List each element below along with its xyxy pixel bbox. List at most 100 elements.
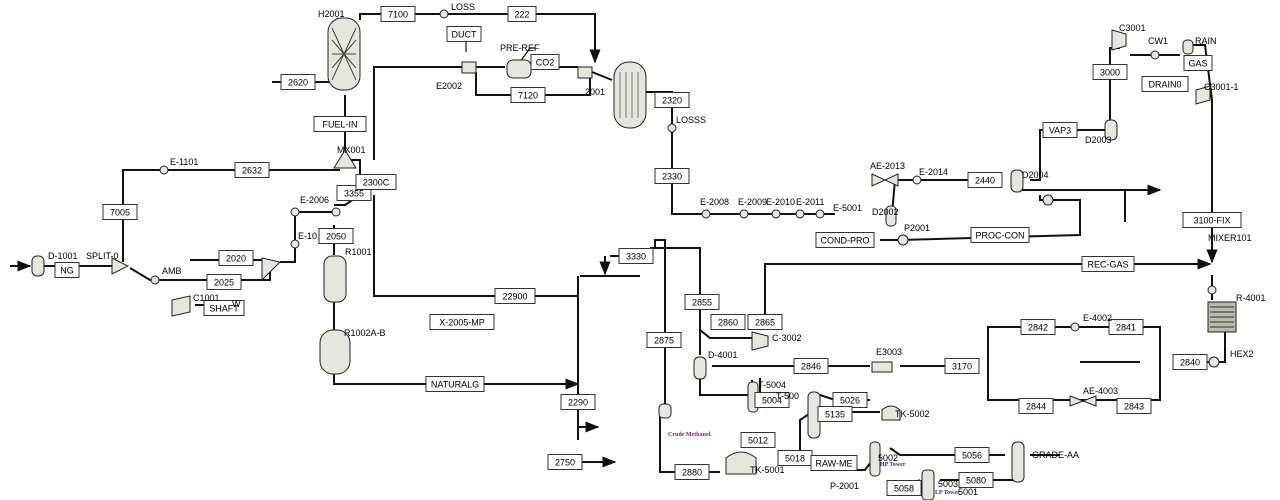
stream-label-2025[interactable]: 2025 xyxy=(206,274,242,290)
c1001-compressor[interactable] xyxy=(171,295,191,317)
r1002a-b-reactor[interactable] xyxy=(319,329,351,375)
r1001-reactor[interactable] xyxy=(323,255,347,303)
crude-methanol-drum[interactable] xyxy=(658,403,672,419)
stream-label-3330[interactable]: 3330 xyxy=(618,248,654,264)
stream-label-ng[interactable]: NG xyxy=(54,262,80,278)
stream-label-7005[interactable]: 7005 xyxy=(102,204,138,220)
c3001-1-compressor[interactable] xyxy=(1195,85,1211,105)
stream-box xyxy=(206,274,242,290)
c-3002-compressor[interactable] xyxy=(751,331,769,351)
ae-2013-aircooler[interactable] xyxy=(871,173,899,187)
stream-text: 2440 xyxy=(975,176,995,186)
d2004-vessel[interactable] xyxy=(1010,169,1024,193)
stream-label-2846[interactable]: 2846 xyxy=(793,358,829,374)
stream-text: 22900 xyxy=(502,292,527,302)
stream-label-2844[interactable]: 2844 xyxy=(1018,398,1054,414)
r-4001-reactor[interactable] xyxy=(1207,301,1237,333)
stream-label-2842[interactable]: 2842 xyxy=(1020,319,1056,335)
stream-text: 5026 xyxy=(840,396,860,406)
stream-label-5004[interactable]: 5004 xyxy=(754,392,790,408)
stream-label-2440[interactable]: 2440 xyxy=(967,172,1003,188)
stream-label-proc-con[interactable]: PROC-CON xyxy=(970,227,1030,243)
p2001-pump[interactable] xyxy=(897,234,909,246)
h2001-vessel[interactable] xyxy=(327,17,361,91)
stream-box xyxy=(313,116,367,132)
stream-box xyxy=(1172,354,1208,370)
stream-label-raw-me[interactable]: RAW-ME xyxy=(810,455,858,471)
stream-label-3000[interactable]: 3000 xyxy=(1092,64,1128,80)
stream-label-2620[interactable]: 2620 xyxy=(280,74,316,90)
stream-label-drain0[interactable]: DRAIN0 xyxy=(1141,76,1189,92)
e2001-exchanger[interactable] xyxy=(577,66,593,79)
hp-tower[interactable] xyxy=(869,441,881,477)
stream-text: REC-GAS xyxy=(1087,260,1128,270)
stream-label-2020[interactable]: 2020 xyxy=(218,250,254,266)
e3003-exchanger[interactable] xyxy=(871,361,893,373)
tk-5001-tank[interactable] xyxy=(725,451,757,475)
stream-label-5056[interactable]: 5056 xyxy=(954,447,990,463)
stream-text: 2840 xyxy=(1180,358,1200,368)
stream-text: PROC-CON xyxy=(976,231,1025,241)
stream-label-2860[interactable]: 2860 xyxy=(710,314,746,330)
e2002-exchanger[interactable] xyxy=(461,61,477,74)
stream-label-2841[interactable]: 2841 xyxy=(1108,319,1144,335)
stream-label-duct[interactable]: DUCT xyxy=(446,26,482,42)
rain-vessel[interactable] xyxy=(1182,39,1194,55)
split-0-splitter[interactable] xyxy=(111,257,130,275)
tk-5002-tank[interactable] xyxy=(881,405,901,421)
stream-label-2840[interactable]: 2840 xyxy=(1172,354,1208,370)
stream-label-vap3[interactable]: VAP3 xyxy=(1042,122,1078,138)
stream-label-3100-fix[interactable]: 3100-FIX xyxy=(1182,212,1242,228)
lp-tower[interactable] xyxy=(921,469,935,500)
stream-label-naturalg[interactable]: NATURALG xyxy=(425,376,485,392)
stream-label-2632[interactable]: 2632 xyxy=(234,162,270,178)
stream-label-gas[interactable]: GAS xyxy=(1183,55,1213,71)
stream-label-222[interactable]: 222 xyxy=(507,6,537,22)
block-label-e-2011: E-2011 xyxy=(796,197,824,207)
d2003-vessel[interactable] xyxy=(1104,119,1118,141)
stream-label-7120[interactable]: 7120 xyxy=(510,87,546,103)
stream-label-22900[interactable]: 22900 xyxy=(494,288,536,304)
grade-aa-column[interactable] xyxy=(1011,441,1025,483)
stream-label-fuel-in[interactable]: FUEL-IN xyxy=(313,116,367,132)
d-4001-vessel[interactable] xyxy=(693,356,707,380)
d2002-vessel[interactable] xyxy=(885,205,897,227)
stream-label-2750[interactable]: 2750 xyxy=(547,454,583,470)
pre-ref-vessel[interactable] xyxy=(506,59,532,79)
stream-label-5026[interactable]: 5026 xyxy=(832,392,868,408)
c3001-compressor[interactable] xyxy=(1111,29,1127,51)
stream-label-2880[interactable]: 2880 xyxy=(674,464,710,480)
stream-text: 2843 xyxy=(1124,402,1144,412)
mx001-mixer[interactable] xyxy=(333,149,357,169)
stream-label-2290[interactable]: 2290 xyxy=(560,394,596,410)
stream-label-shaft[interactable]: SHAFT xyxy=(203,300,245,316)
block-label-5003: 5003 xyxy=(938,479,958,489)
stream-label-cond-pro[interactable]: COND-PRO xyxy=(815,232,875,248)
d-1001-vessel[interactable] xyxy=(31,255,45,277)
stream-text: X-2005-MP xyxy=(439,318,485,328)
stream-label-2320[interactable]: 2320 xyxy=(654,92,690,108)
amb-compressor[interactable] xyxy=(261,257,281,282)
stream-label-5012[interactable]: 5012 xyxy=(740,432,776,448)
stream-label-2875[interactable]: 2875 xyxy=(646,332,682,348)
stream-label-5135[interactable]: 5135 xyxy=(817,406,853,422)
stream-text: FUEL-IN xyxy=(322,120,357,130)
stream-label-7100[interactable]: 7100 xyxy=(380,6,416,22)
stream-label-x-2005-mp[interactable]: X-2005-MP xyxy=(429,314,495,330)
stream-label-2865[interactable]: 2865 xyxy=(747,314,783,330)
pump-1[interactable] xyxy=(1042,194,1054,206)
stream-label-2843[interactable]: 2843 xyxy=(1116,398,1152,414)
stream-label-co2[interactable]: CO2 xyxy=(530,54,560,70)
stream-label-2300c[interactable]: 2300C xyxy=(355,174,397,190)
stream-label-2050[interactable]: 2050 xyxy=(318,228,354,244)
stream-label-2330[interactable]: 2330 xyxy=(654,168,690,184)
ae-4003-aircooler[interactable] xyxy=(1069,395,1097,407)
stream-label-5018[interactable]: 5018 xyxy=(777,450,813,466)
stream-box xyxy=(318,228,354,244)
stream-label-3170[interactable]: 3170 xyxy=(944,358,980,374)
separator-vessel[interactable] xyxy=(613,61,647,129)
stream-label-rec-gas[interactable]: REC-GAS xyxy=(1081,256,1135,272)
stream-label-2855[interactable]: 2855 xyxy=(684,294,720,310)
stream-label-5058[interactable]: 5058 xyxy=(886,480,922,496)
stream-label-5080[interactable]: 5080 xyxy=(958,472,994,488)
